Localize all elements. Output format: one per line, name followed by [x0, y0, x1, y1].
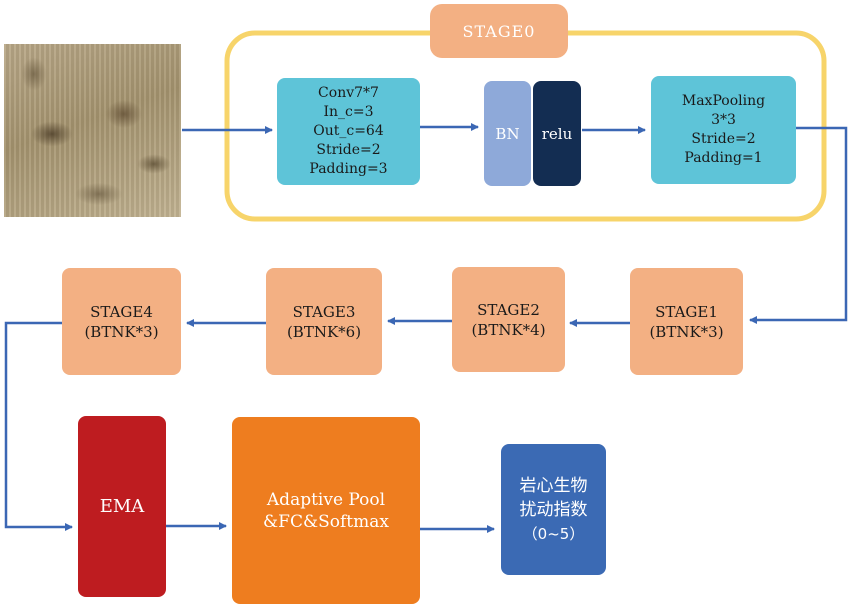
maxpool-box: MaxPooling 3*3 Stride=2 Padding=1 [651, 76, 796, 184]
stage0-title-box: STAGE0 [430, 4, 568, 58]
stage4-box: STAGE4 (BTNK*3) [62, 268, 181, 375]
conv-in-channels-label: In_c=3 [323, 104, 374, 120]
relu-label: relu [541, 124, 573, 143]
arrow-stage0-to-stage1 [749, 126, 848, 324]
stage0-title: STAGE0 [462, 21, 536, 41]
conv-stride-label: Stride=2 [316, 142, 381, 158]
maxpool-kernel-label: 3*3 [711, 112, 736, 128]
maxpool-padding-label: Padding=1 [684, 150, 763, 166]
ema-box: EMA [78, 416, 166, 597]
stage1-blocks: (BTNK*3) [649, 322, 724, 341]
input-core-image [4, 44, 181, 217]
stage1-name: STAGE1 [655, 302, 718, 321]
stage3-box: STAGE3 (BTNK*6) [266, 268, 382, 375]
stage2-name: STAGE2 [477, 300, 540, 319]
ema-label: EMA [99, 496, 145, 517]
output-title-line1: 岩心生物 [519, 475, 588, 496]
head-box: Adaptive Pool &FC&Softmax [232, 417, 420, 604]
stage3-blocks: (BTNK*6) [286, 322, 362, 341]
arrow-stage4-to-ema [4, 321, 73, 531]
head-fc-label: &FC&Softmax [263, 511, 389, 532]
stage4-name: STAGE4 [90, 302, 153, 321]
stage4-blocks: (BTNK*3) [84, 322, 159, 341]
stage2-box: STAGE2 (BTNK*4) [452, 267, 565, 372]
stage1-box: STAGE1 (BTNK*3) [630, 268, 743, 375]
conv-box: Conv7*7 In_c=3 Out_c=64 Stride=2 Padding… [277, 78, 420, 185]
stage2-blocks: (BTNK*4) [471, 320, 546, 339]
bn-box: BN [484, 81, 531, 186]
conv-padding-label: Padding=3 [309, 161, 388, 177]
bn-label: BN [495, 124, 520, 143]
output-range-label: （0~5） [522, 524, 585, 543]
output-box: 岩心生物 扰动指数 （0~5） [501, 444, 606, 575]
stage3-name: STAGE3 [292, 302, 356, 321]
maxpool-stride-label: Stride=2 [691, 131, 756, 147]
relu-box: relu [533, 81, 581, 186]
maxpool-label: MaxPooling [681, 93, 766, 109]
head-pool-label: Adaptive Pool [266, 489, 386, 510]
conv-kernel-label: Conv7*7 [318, 85, 379, 101]
output-title-line2: 扰动指数 [519, 499, 588, 520]
conv-out-channels-label: Out_c=64 [313, 123, 384, 139]
